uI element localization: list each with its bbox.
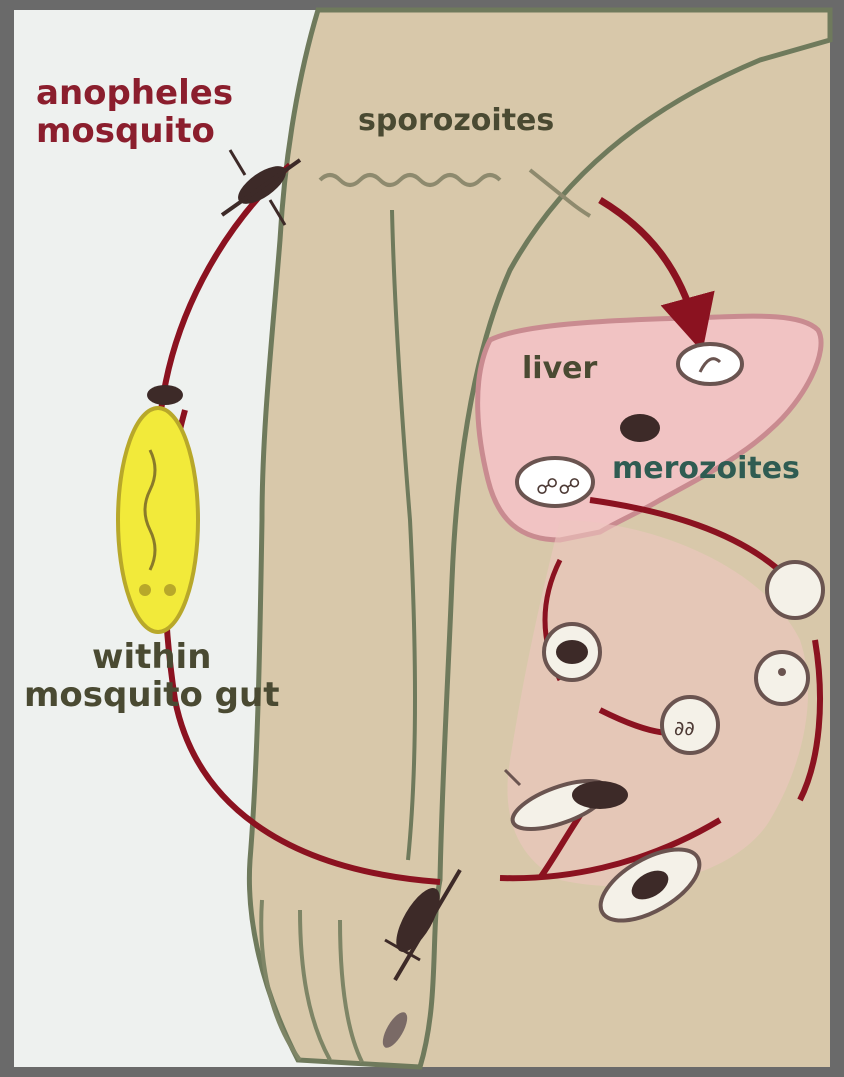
red-blood-cell-icon	[767, 562, 823, 618]
red-blood-cell-icon: ∂∂	[662, 697, 718, 753]
svg-text:☍☍: ☍☍	[536, 475, 581, 500]
gut-label-line1: within	[24, 638, 279, 676]
red-blood-cell-icon	[756, 652, 808, 704]
frame-left	[0, 0, 14, 1077]
infected-cell-icon: ☍☍	[517, 458, 593, 506]
liver-label: liver	[522, 352, 597, 386]
red-blood-cell-icon	[544, 624, 600, 680]
frame-right	[830, 0, 844, 1077]
schizont-icon	[620, 414, 660, 442]
infected-cell-icon	[678, 344, 742, 384]
vector-label: anopheles mosquito	[36, 74, 233, 150]
svg-text:∂∂: ∂∂	[674, 716, 695, 740]
merozoites-label: merozoites	[612, 452, 800, 486]
gut-label-line2: mosquito gut	[24, 676, 279, 714]
sporozoites-label: sporozoites	[358, 104, 554, 138]
vector-label-line1: anopheles	[36, 74, 233, 112]
gut-label: within mosquito gut	[24, 638, 279, 714]
vector-label-line2: mosquito	[36, 112, 233, 150]
